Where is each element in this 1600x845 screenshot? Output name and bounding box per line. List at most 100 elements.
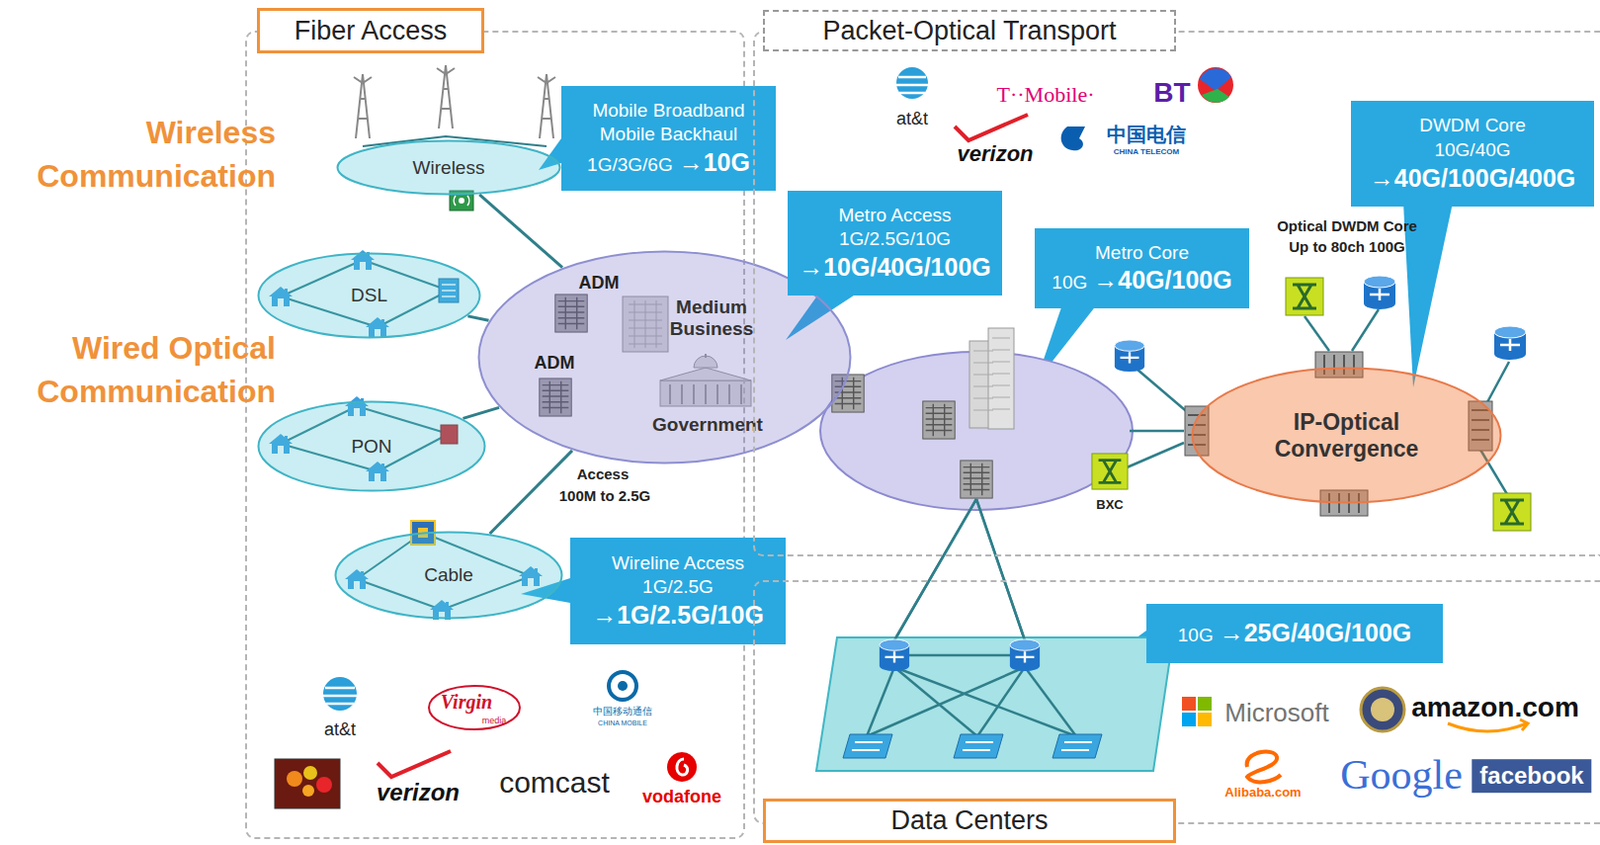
ellipse-label: DSL — [350, 284, 388, 307]
router-icon — [1010, 639, 1040, 672]
mark-ring — [608, 672, 637, 700]
text-label: 100M to 2.5G — [559, 487, 652, 505]
rate-upgrade: →25G/40G/100G — [1219, 617, 1413, 649]
bxc-icon — [1285, 277, 1324, 316]
text-label: verizon — [376, 778, 460, 807]
ellipse-shape — [336, 532, 563, 619]
logo-dot — [286, 770, 303, 787]
tower — [537, 74, 556, 139]
text-label: media — [482, 715, 507, 726]
text-label: Optical DWDM Core — [1276, 217, 1418, 235]
globe — [323, 676, 357, 711]
network-ellipse: IP-Optical Convergence — [1190, 366, 1503, 505]
tower — [353, 74, 372, 139]
tile — [1181, 712, 1196, 727]
microsoft-mark — [1181, 696, 1212, 727]
callout-box: Mobile Broadband Mobile Backhaul 1G/3G/6G… — [561, 85, 776, 191]
rate-upgrade: →40G/100G — [1093, 264, 1232, 296]
rate-current: 1G/3G/6G — [587, 153, 674, 178]
ellipse-shape — [1192, 368, 1502, 504]
switch-icon — [1052, 734, 1102, 758]
att-globe — [896, 67, 928, 99]
text-label: at&t — [324, 719, 356, 741]
globe-stripes — [323, 687, 357, 704]
callout-box: Metro Core10G→40G/100G — [1034, 228, 1250, 309]
bxc-icon — [1493, 493, 1531, 531]
callout-title: Metro Core — [1094, 241, 1189, 266]
text-label: BT — [1153, 77, 1190, 109]
ellipse-label: PON — [350, 435, 392, 458]
globe — [1197, 67, 1234, 103]
dc-wires — [866, 499, 1077, 737]
mark-quote — [676, 758, 688, 775]
ellipse-label: Wireless — [413, 157, 486, 179]
globe — [896, 67, 928, 99]
rate-current: 1G/2.5G/10G — [839, 227, 951, 253]
panel-heading: Fiber Access — [256, 7, 485, 54]
radio-towers — [353, 65, 556, 139]
vodafone-mark — [667, 752, 697, 782]
alibaba-mark — [1247, 752, 1281, 783]
metro-to-dc — [894, 499, 1025, 656]
router-icon — [879, 639, 910, 672]
network-ellipse: DSL — [256, 252, 482, 339]
callout-title: Wireline Access — [611, 551, 745, 577]
device-waves — [453, 195, 470, 206]
metro-equipment — [923, 401, 955, 439]
att-globe — [323, 676, 357, 711]
bt-globe — [1197, 67, 1234, 103]
router-icon — [1114, 339, 1145, 372]
ellipse-shape — [258, 253, 481, 338]
virgin-oval — [428, 685, 520, 730]
text-label: 中国移动通信 — [592, 705, 653, 718]
tower-building — [988, 328, 1014, 429]
text-label: CHINA MOBILE — [597, 719, 648, 728]
agency-seal — [1360, 687, 1405, 732]
callout-title: Mobile Broadband Mobile Backhaul — [569, 98, 768, 148]
text-label: BXC — [1095, 498, 1123, 513]
mark-disc — [667, 752, 697, 782]
text-label: verizon — [956, 141, 1033, 167]
text-label: T··Mobile· — [997, 82, 1095, 107]
callout-title: DWDM Core — [1419, 113, 1526, 139]
ellipse-label: Cable — [423, 564, 474, 587]
logo-dot — [316, 776, 333, 793]
switch-icon — [842, 734, 893, 758]
rate-current: 10G/40G — [1433, 138, 1511, 164]
china-mobile-mark — [608, 672, 637, 700]
seal-center — [1370, 697, 1395, 722]
text-label: vodafone — [642, 786, 722, 808]
connector — [462, 407, 500, 419]
tower — [436, 65, 455, 129]
callout-box: Metro Access1G/2.5G/10G→10G/40G/100G — [787, 190, 1003, 296]
rate-upgrade: →40G/100G/400G — [1369, 163, 1576, 194]
ellipse-label: Medium Business — [657, 296, 766, 340]
callout-box: 10G→25G/40G/100G — [1146, 603, 1443, 664]
rate-upgrade: →1G/2.5G/10G — [591, 599, 764, 631]
text-label: Microsoft — [1224, 698, 1329, 729]
globe-stripes — [896, 77, 928, 93]
tile — [1197, 696, 1212, 711]
square-logo — [274, 758, 340, 809]
text-label: amazon.com — [1411, 691, 1580, 724]
text-label: ADM — [534, 352, 576, 374]
rate-upgrade: →10G — [678, 147, 751, 178]
ellipse-shape — [258, 402, 486, 492]
rate-row: 10G→40G/100G — [1051, 264, 1232, 296]
rate-current: 10G — [1051, 270, 1088, 296]
verizon-check — [954, 114, 1028, 141]
logo-dot — [302, 784, 315, 797]
region-panel: Packet-Optical TransportMetro Access1G/2… — [753, 30, 1600, 557]
globe-part — [1199, 68, 1232, 91]
logo-dot — [303, 765, 318, 780]
panel-heading: Packet-Optical Transport — [762, 9, 1177, 52]
connector — [479, 194, 563, 268]
tile — [1197, 712, 1212, 727]
callout-box: DWDM Core10G/40G→40G/100G/400G — [1350, 100, 1595, 207]
text-label: Alibaba.com — [1224, 785, 1301, 801]
metro-equipment — [960, 460, 993, 499]
network-ellipse: Wireless — [336, 139, 562, 196]
bxc-icon — [1092, 453, 1128, 490]
verizon-check — [377, 751, 451, 777]
